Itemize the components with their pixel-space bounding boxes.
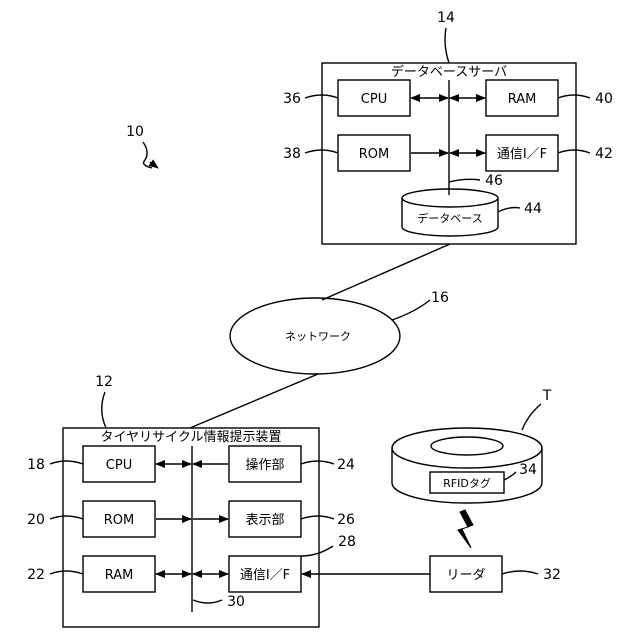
- device-op-label: 操作部: [245, 457, 284, 473]
- device-ram-label: RAM: [105, 568, 134, 583]
- device-title: タイヤリサイクル情報提示装置: [101, 429, 282, 445]
- leader-26: [301, 516, 334, 519]
- leader-20: [50, 516, 83, 519]
- link-network-device: [190, 374, 318, 428]
- leader-18: [50, 461, 83, 464]
- leader-24: [301, 461, 334, 464]
- leader-tire: [522, 404, 541, 430]
- server-title: データベースサーバ: [391, 64, 507, 80]
- ref-rfid: 34: [519, 462, 537, 478]
- ref-srv-ram: 40: [595, 91, 613, 107]
- wireless-signal-icon: [458, 510, 473, 548]
- leader-34: [504, 472, 516, 480]
- ref-dev-bus: 30: [227, 594, 245, 610]
- device-cpu-label: CPU: [106, 458, 132, 473]
- ref-srv-rom: 38: [283, 146, 301, 162]
- leader-44: [498, 208, 520, 213]
- leader-46: [449, 179, 480, 182]
- ref-dev-op: 24: [337, 457, 355, 473]
- ref-srv-comm: 42: [595, 146, 613, 162]
- network-label: ネットワーク: [285, 330, 351, 343]
- leader-22: [50, 571, 83, 574]
- ref-srv-db: 44: [524, 201, 542, 217]
- server-cpu-label: CPU: [361, 92, 387, 107]
- ref-device: 12: [95, 374, 113, 390]
- leader-28: [301, 546, 333, 556]
- leader-network: [392, 300, 430, 320]
- device-rom-label: ROM: [104, 513, 134, 528]
- leader-40: [558, 95, 590, 98]
- ref-server: 14: [437, 10, 455, 26]
- ref-system: 10: [126, 124, 144, 140]
- leader-42: [558, 150, 590, 153]
- ref-reader: 32: [543, 567, 561, 583]
- leader-server: [445, 28, 449, 63]
- ref-dev-comm: 28: [338, 534, 356, 550]
- server-comm-label: 通信I／F: [497, 147, 547, 162]
- ref-tire: T: [542, 388, 552, 404]
- database-label: データベース: [417, 211, 482, 225]
- ref-dev-rom: 20: [27, 512, 45, 528]
- ref-srv-bus: 46: [485, 173, 503, 189]
- leader-system: [143, 142, 152, 168]
- server-rom-label: ROM: [359, 147, 389, 162]
- ref-srv-cpu: 36: [283, 91, 301, 107]
- reader-label: リーダ: [446, 568, 485, 583]
- ref-dev-disp: 26: [337, 512, 355, 528]
- ref-dev-ram: 22: [27, 567, 45, 583]
- device-disp-label: 表示部: [245, 513, 284, 528]
- ref-dev-cpu: 18: [27, 457, 45, 473]
- leader-32: [502, 571, 538, 574]
- leader-30: [193, 600, 222, 603]
- rfid-tag-label: RFIDタグ: [443, 476, 491, 490]
- server-ram-label: RAM: [508, 92, 537, 107]
- leader-device: [102, 392, 106, 428]
- device-comm-label: 通信I／F: [240, 568, 290, 583]
- ref-network: 16: [431, 290, 449, 306]
